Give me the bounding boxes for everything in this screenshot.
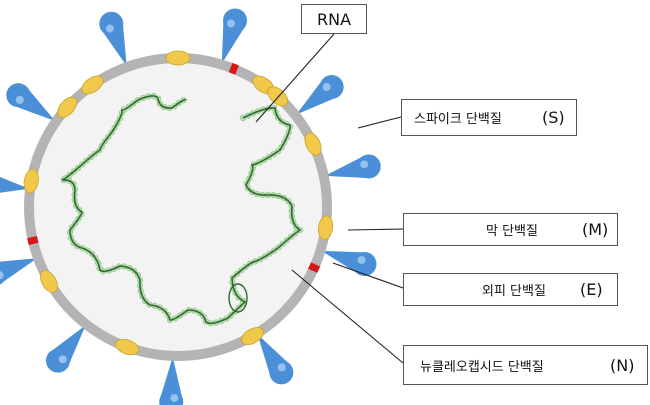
membrane-label: 막 단백질 (486, 224, 538, 239)
rna-label-box: RNA (301, 4, 367, 34)
envelope-label: 외피 단백질 (482, 284, 546, 299)
spike-protein-icon (6, 83, 56, 121)
membrane-protein-icon (40, 270, 58, 293)
envelope-protein-icon (308, 262, 321, 273)
spike-protein-icon (296, 74, 344, 115)
spike-label-box: 스파이크 단백질 (S) (401, 99, 577, 136)
membrane-protein-icon (57, 96, 78, 118)
membrane-code: (M) (582, 220, 609, 239)
membrane-proteins (23, 50, 334, 356)
spike-code: (S) (542, 108, 565, 127)
spike-protein-icon (159, 356, 184, 405)
membrane-protein-icon (304, 132, 322, 156)
nucleocapsid-label-box: 뉴클레오캡시드 단백질 (N) (403, 345, 648, 385)
spike-protein-icon (324, 154, 381, 179)
membrane-protein-icon (23, 168, 39, 194)
spike-proteins (0, 8, 381, 405)
rna-label: RNA (316, 9, 352, 29)
membrane-protein-icon (241, 327, 264, 345)
envelope-protein-icon (27, 235, 39, 246)
spike-label: 스파이크 단백질 (414, 112, 502, 127)
spike-protein-icon (0, 258, 38, 285)
spike-protein-icon (0, 176, 30, 193)
envelope-protein-icon (228, 62, 239, 75)
nucleocapsid-label: 뉴클레오캡시드 단백질 (420, 359, 544, 375)
rna-strand-icon (61, 95, 302, 325)
envelope-label-box: 외피 단백질 (E) (403, 273, 618, 306)
leader-lines (255, 33, 404, 364)
membrane-protein-icon (81, 75, 104, 95)
membrane-protein-icon (115, 338, 139, 356)
membrane-label-box: 막 단백질 (M) (403, 213, 618, 246)
membrane-protein-icon (318, 215, 334, 241)
rna-strand (60, 92, 303, 327)
nucleocapsid-code: (N) (610, 355, 635, 375)
spike-protein-icon (321, 250, 377, 277)
spike-protein-icon (45, 325, 86, 373)
spike-protein-icon (257, 334, 294, 385)
spike-protein-icon (99, 11, 127, 67)
envelope-proteins (27, 62, 321, 273)
membrane-protein-icon (165, 50, 191, 66)
spike-protein-icon (221, 8, 248, 64)
envelope-code: (E) (580, 280, 603, 299)
